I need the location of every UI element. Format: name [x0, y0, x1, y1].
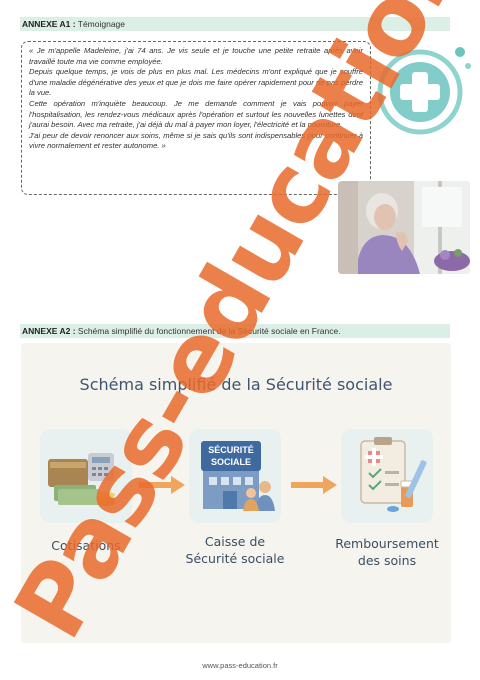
testimony-paragraph-4: J'ai peur de devoir renoncer aux soins, … — [29, 130, 363, 151]
social-security-diagram: Schéma simplifié de la Sécurité sociale — [21, 343, 451, 643]
testimony-paragraph-3: Cette opération m'inquiète beaucoup. Je … — [29, 98, 363, 130]
building-sign-line1: SÉCURITÉ — [208, 445, 254, 455]
annex-a2-header: ANNEXE A2 : Schéma simplifié du fonction… — [20, 324, 450, 338]
step-contributions-label: Cotisations — [51, 538, 121, 553]
elderly-woman-photo — [338, 181, 470, 274]
social-security-fund-card: SÉCURITÉ SOCIALE — [189, 429, 281, 523]
reimbursement-card — [341, 429, 433, 523]
building-sign-line2: SOCIALE — [211, 457, 251, 467]
building-icon: SÉCURITÉ SOCIALE — [201, 441, 275, 511]
medical-cross-icon — [377, 47, 471, 135]
step-reimbursement-label: Remboursement des soins — [335, 536, 439, 568]
testimony-box: « Je m'appelle Madeleine, j'ai 74 ans. J… — [21, 41, 371, 195]
diagram-title: Schéma simplifié de la Sécurité sociale — [79, 375, 393, 394]
clipboard-icon — [360, 437, 427, 512]
footer-url[interactable]: www.pass-education.fr — [202, 661, 278, 670]
annex-a2-title: Schéma simplifié du fonctionnement de la… — [77, 326, 341, 336]
step-fund-label: Caisse de Sécurité sociale — [185, 534, 285, 566]
annex-a1-label: ANNEXE A1 : — [22, 19, 76, 29]
money-icon — [48, 453, 115, 506]
contributions-card — [40, 429, 132, 523]
arrow-right-icon — [291, 476, 337, 494]
testimony-paragraph-1: « Je m'appelle Madeleine, j'ai 74 ans. J… — [29, 46, 363, 66]
annex-a1-header: ANNEXE A1 : Témoignage — [20, 17, 450, 31]
arrow-right-icon — [139, 476, 185, 494]
annex-a1-title: Témoignage — [77, 19, 126, 29]
testimony-paragraph-2: Depuis quelque temps, je vois de plus en… — [29, 67, 363, 98]
annex-a2-label: ANNEXE A2 : — [22, 326, 76, 336]
